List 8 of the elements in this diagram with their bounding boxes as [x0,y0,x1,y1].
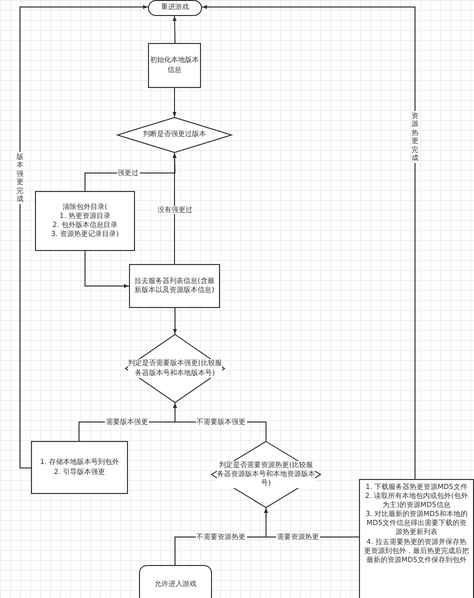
arrow [84,250,130,288]
arrow [20,5,148,468]
arrow [172,152,176,264]
arrow [202,5,416,480]
arrow [172,88,176,118]
arrow [172,16,177,44]
arrow [84,152,177,192]
arrow [173,308,177,334]
